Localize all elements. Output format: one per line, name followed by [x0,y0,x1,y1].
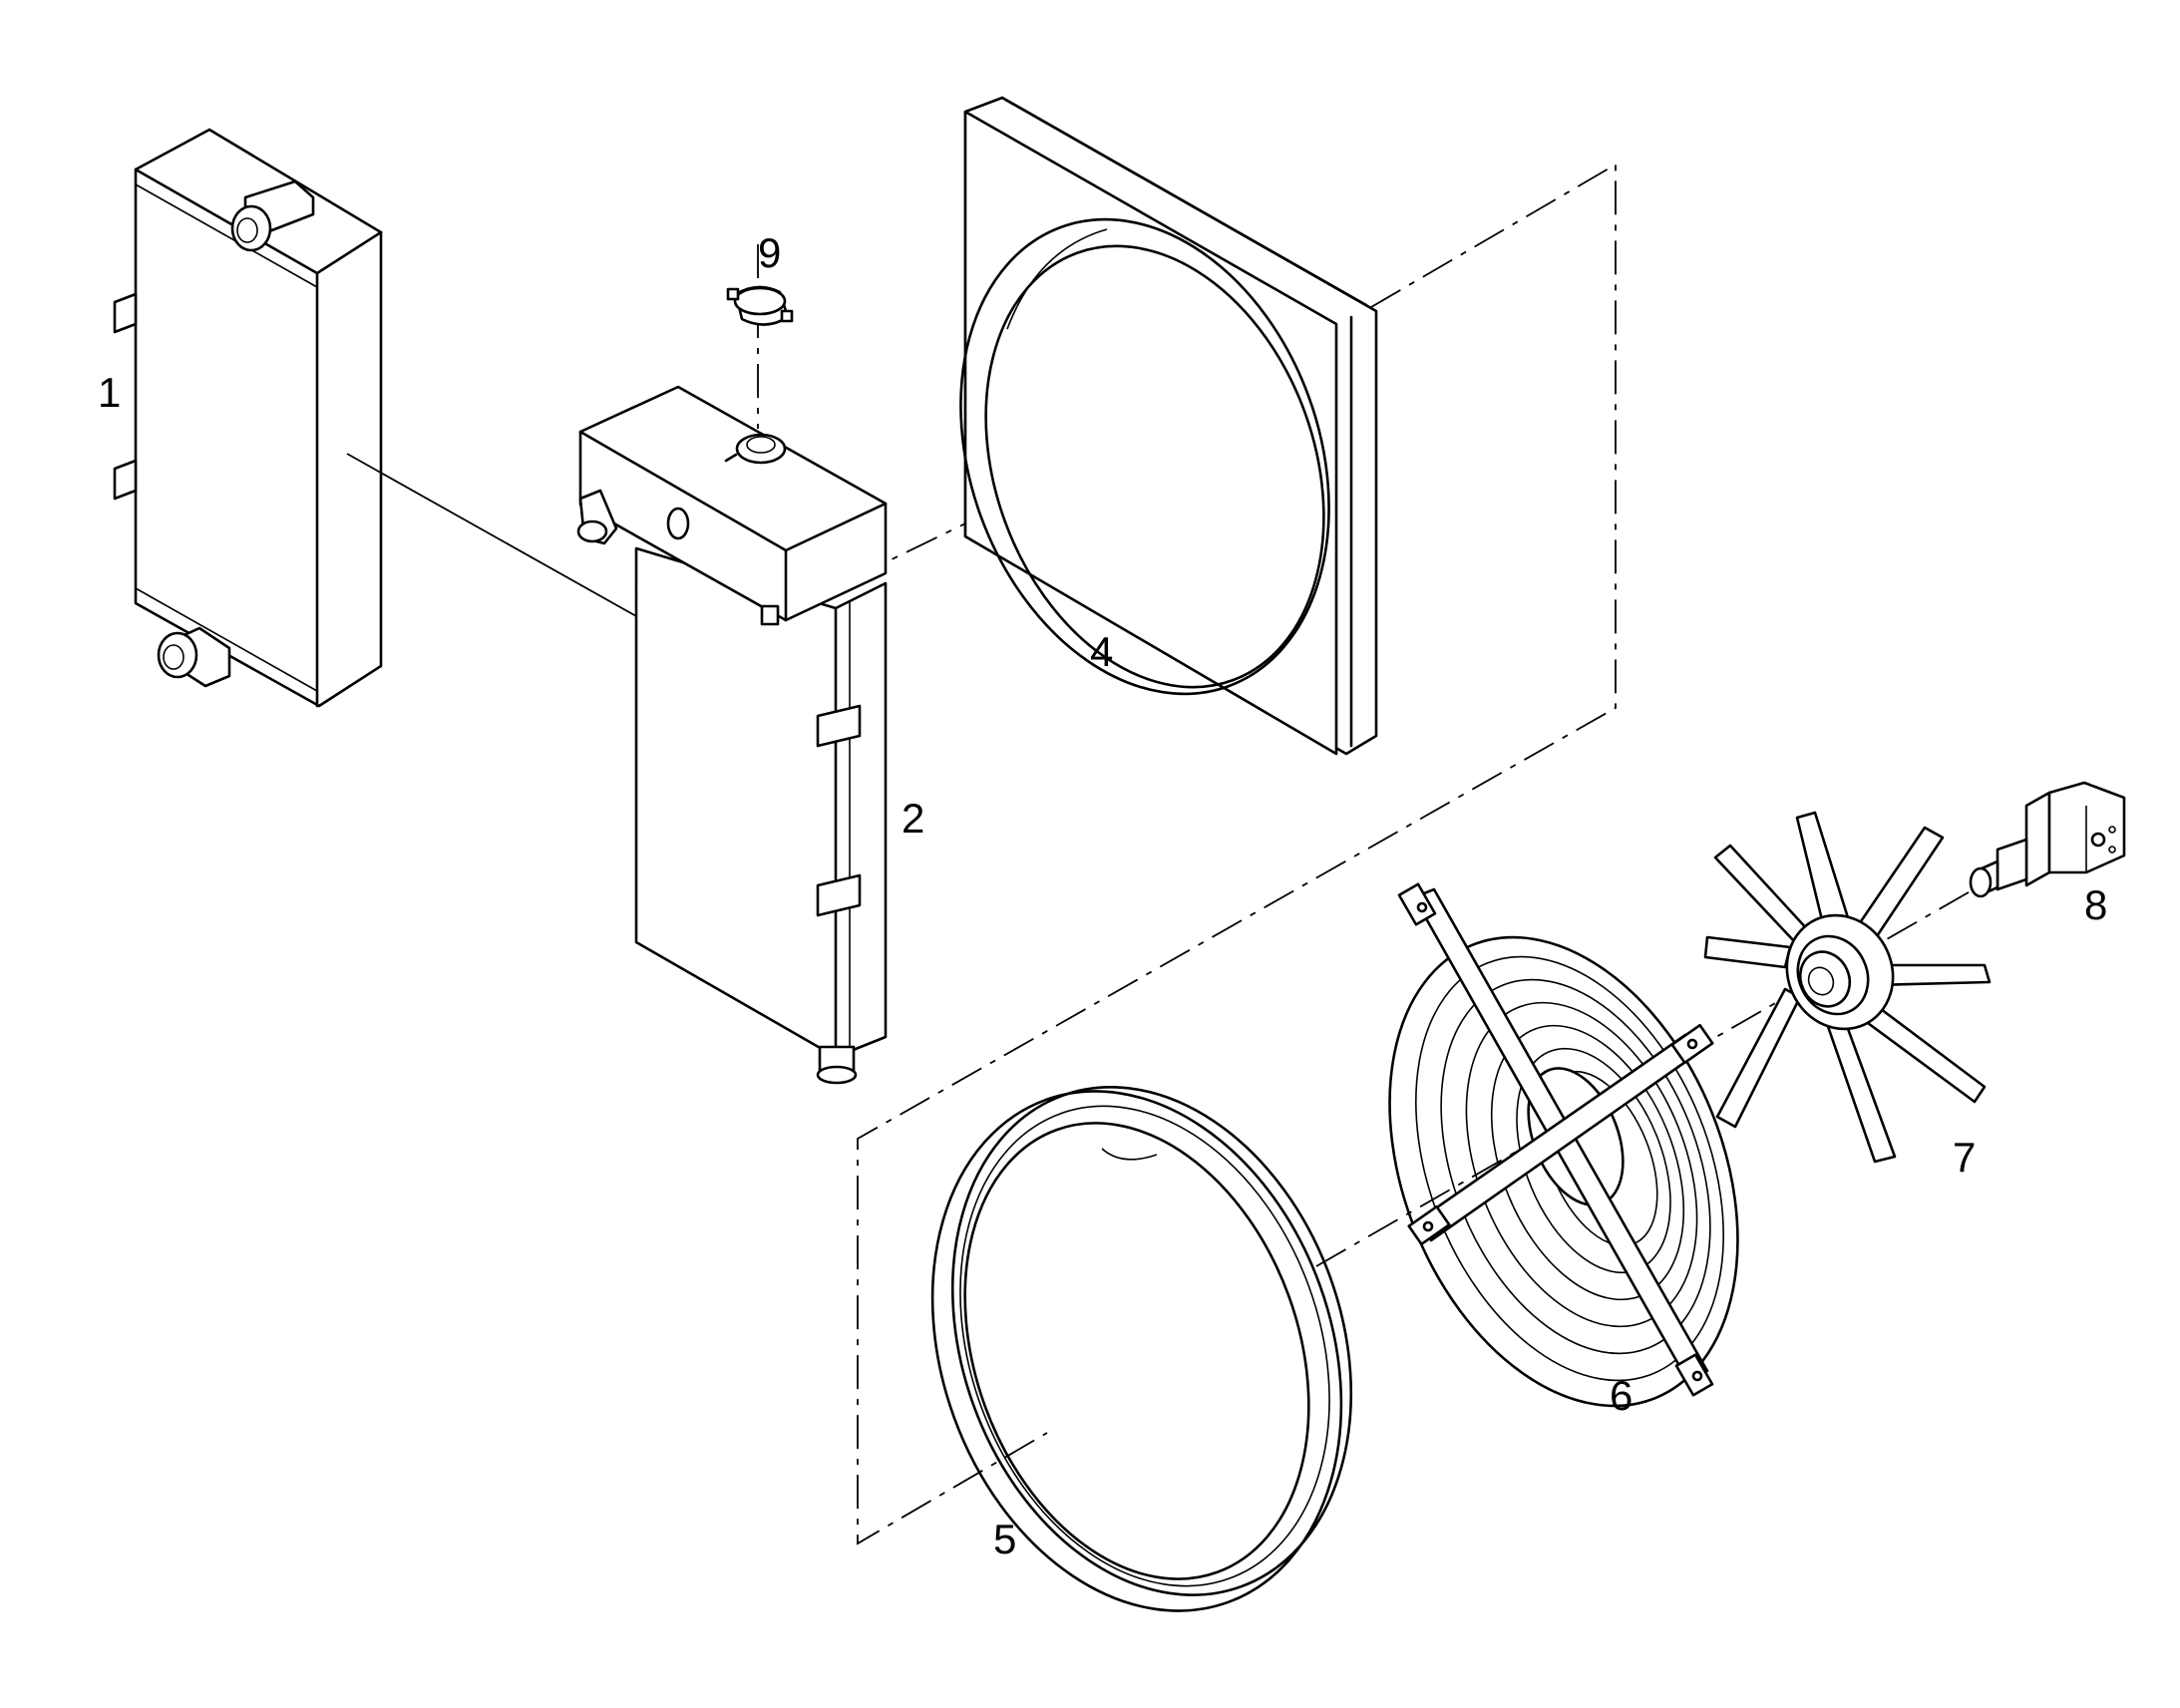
callout-4: 4 [1090,628,1113,675]
leader-lines [346,453,637,617]
callout-6: 6 [1610,1372,1633,1419]
callout-7: 7 [1953,1134,1976,1181]
callout-2: 2 [902,795,924,842]
part-4-fan-shroud [959,96,1378,756]
callout-5: 5 [993,1516,1016,1562]
part-7-fan [1703,811,1992,1164]
part-8-hydraulic-motor [1969,781,2126,898]
callout-1: 1 [98,369,121,416]
part-1-oil-cooler [113,128,383,708]
callout-labels: 1 2 4 5 6 7 8 9 [98,229,2107,1562]
part-5-shroud-ring [930,1086,1353,1612]
part-6-fan-guard [1388,882,1739,1408]
part-2-radiator [576,385,888,1085]
part-9-radiator-cap [726,285,794,326]
callout-8: 8 [2084,881,2107,928]
callout-9: 9 [758,229,781,276]
